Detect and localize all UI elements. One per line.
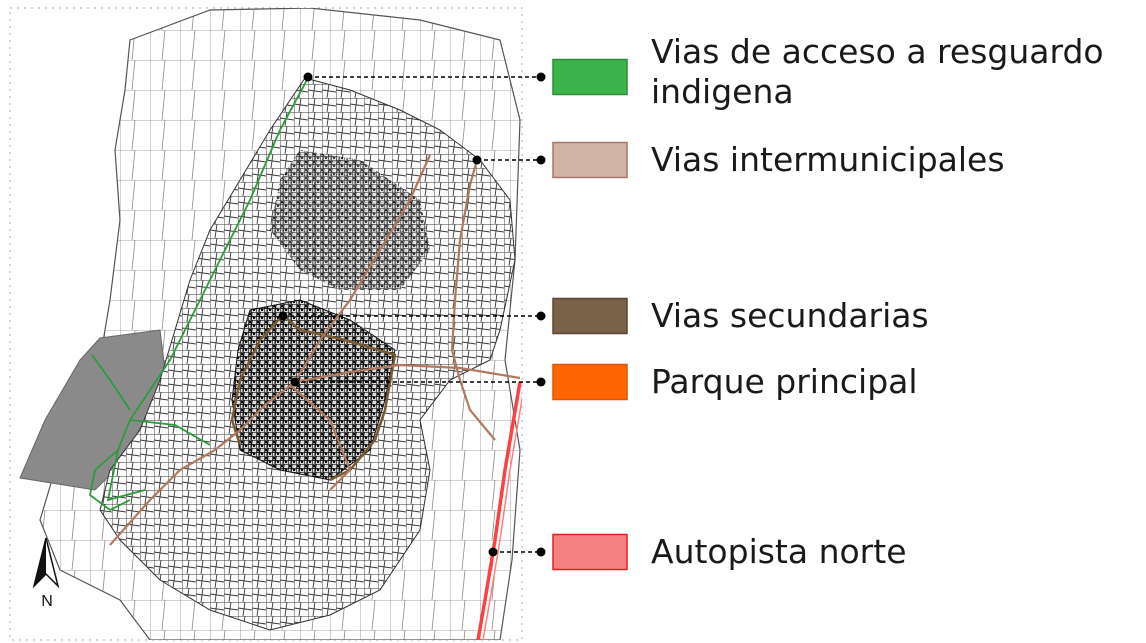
legend-swatch-intermunicipales bbox=[552, 141, 628, 179]
north-arrow: N bbox=[32, 537, 60, 610]
legend-item-intermunicipales: Vias intermunicipales bbox=[552, 140, 1005, 179]
leader-lines bbox=[283, 76, 541, 553]
legend-swatch-resguardo bbox=[552, 58, 628, 96]
vias-resguardo-road bbox=[89, 77, 309, 512]
legend-label-parque: Parque principal bbox=[651, 362, 918, 401]
legend-label-resguardo: Vias de acceso a resguardo bbox=[651, 32, 1104, 71]
autopista-road bbox=[476, 381, 522, 640]
vias-intermunicipales-road bbox=[109, 154, 521, 546]
map-area bbox=[19, 8, 522, 640]
resguardo-zone bbox=[19, 329, 166, 491]
legend-item-secundarias: Vias secundarias bbox=[552, 296, 929, 335]
legend-swatch-secundarias bbox=[552, 297, 628, 335]
legend-label-autopista: Autopista norte bbox=[651, 532, 907, 571]
legend-swatch-autopista bbox=[552, 533, 628, 571]
legend-item-autopista: Autopista norte bbox=[552, 532, 907, 571]
legend-label-secundarias: Vias secundarias bbox=[651, 296, 929, 335]
legend-item-parque: Parque principal bbox=[552, 362, 918, 401]
legend-swatch-parque bbox=[552, 363, 628, 401]
legend-label-resguardo: indigena bbox=[651, 72, 794, 111]
autopista-road-edge bbox=[482, 395, 522, 640]
leader-dots bbox=[278, 72, 546, 557]
legend-label-intermunicipales: Vias intermunicipales bbox=[651, 140, 1005, 179]
dense-north bbox=[270, 150, 430, 290]
north-label: N bbox=[41, 593, 53, 610]
